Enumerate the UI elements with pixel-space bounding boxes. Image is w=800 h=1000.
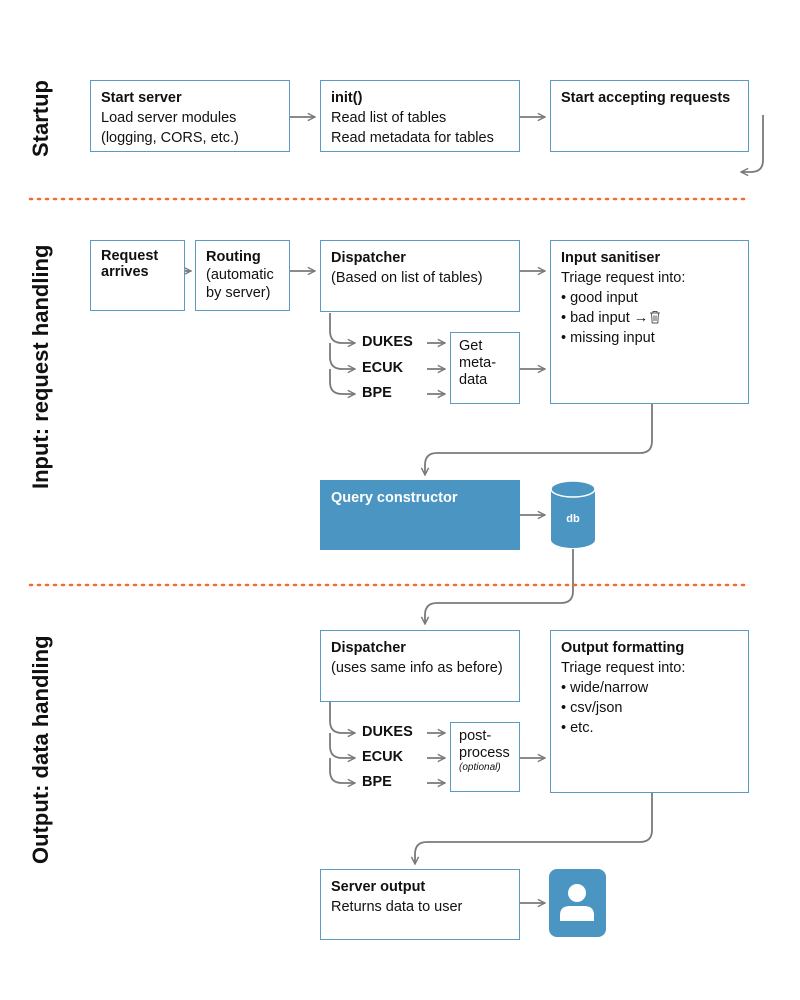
routing-title: Routing <box>206 249 261 265</box>
arrow-format-to-server-output <box>415 792 653 864</box>
branch-ecuk-out <box>329 733 355 758</box>
metadata-line: Get <box>459 338 483 354</box>
dispatcher-box: Dispatcher (Based on list of tables) <box>320 240 520 312</box>
out-table-label-bpe: BPE <box>362 774 392 790</box>
output-formatting-box: Output formatting Triage request into: w… <box>550 630 749 793</box>
sanitiser-bullet: bad input → <box>570 310 649 326</box>
branch-bpe <box>329 369 355 394</box>
output-formatting-bullet: wide/narrow <box>561 678 738 698</box>
output-dispatcher-line: (uses same info as before) <box>331 660 503 676</box>
output-formatting-bullet: csv/json <box>561 698 738 718</box>
post-process-box: post- process (optional) <box>450 722 520 792</box>
sanitiser-bullet: missing input <box>561 328 738 348</box>
database-icon: db <box>550 480 596 548</box>
start-server-title: Start server <box>101 90 182 106</box>
init-line: Read list of tables <box>331 110 447 126</box>
output-formatting-line: Triage request into: <box>561 660 686 676</box>
query-constructor-title: Query constructor <box>331 490 458 506</box>
start-server-line: Load server modules <box>101 110 237 126</box>
post-process-line: process <box>459 745 510 761</box>
start-server-box: Start server Load server modules (loggin… <box>90 80 290 152</box>
input-sanitiser-box: Input sanitiser Triage request into: goo… <box>550 240 749 404</box>
dispatcher-title: Dispatcher <box>331 250 406 266</box>
accept-requests-box: Start accepting requests <box>550 80 749 152</box>
output-dispatcher-title: Dispatcher <box>331 640 406 656</box>
sanitiser-bullet: good input <box>561 288 738 308</box>
out-table-label-ecuk: ECUK <box>362 749 404 765</box>
output-formatting-bullet: etc. <box>561 718 738 738</box>
branch-bpe-out <box>329 758 355 783</box>
branch-dukes <box>329 313 355 343</box>
arrow-accept-to-next <box>741 115 764 172</box>
sanitiser-title: Input sanitiser <box>561 250 661 266</box>
post-process-note: (optional) <box>459 762 501 773</box>
section-label-startup: Startup <box>28 80 53 157</box>
init-title: init() <box>331 90 363 106</box>
get-metadata-box: Get meta- data <box>450 332 520 404</box>
query-constructor-box: Query constructor <box>320 480 520 550</box>
branch-ecuk <box>329 343 355 369</box>
init-box: init() Read list of tables Read metadata… <box>320 80 520 152</box>
trash-icon <box>650 311 661 324</box>
sanitiser-line: Triage request into: <box>561 270 686 286</box>
dispatcher-line: (Based on list of tables) <box>331 270 483 286</box>
section-label-input: Input: request handling <box>28 244 53 489</box>
table-label-dukes: DUKES <box>362 334 413 350</box>
db-label: db <box>566 513 580 525</box>
request-arrives-title: Request arrives <box>101 248 159 280</box>
sanitiser-bullet-with-icon: • bad input → <box>561 308 738 328</box>
out-table-label-dukes: DUKES <box>362 724 413 740</box>
output-formatting-title: Output formatting <box>561 640 685 656</box>
server-output-box: Server output Returns data to user <box>320 869 520 940</box>
table-label-bpe: BPE <box>362 385 392 401</box>
user-icon <box>549 869 606 937</box>
accept-requests-title: Start accepting requests <box>561 90 731 106</box>
metadata-line: data <box>459 372 488 388</box>
request-arrives-box: Request arrives <box>90 240 185 311</box>
server-output-line: Returns data to user <box>331 899 463 915</box>
routing-line: by server) <box>206 285 271 301</box>
init-line: Read metadata for tables <box>331 130 494 146</box>
post-process-line: post- <box>459 728 492 744</box>
section-label-output: Output: data handling <box>28 635 53 864</box>
branch-dukes-out <box>329 702 355 733</box>
start-server-line: (logging, CORS, etc.) <box>101 130 239 146</box>
arrow-sanitiser-to-query <box>425 403 653 475</box>
metadata-line: meta- <box>459 355 497 371</box>
routing-line: (automatic <box>206 267 274 283</box>
routing-box: Routing (automatic by server) <box>195 240 290 311</box>
arrow-db-to-output <box>425 549 574 624</box>
output-dispatcher-box: Dispatcher (uses same info as before) <box>320 630 520 702</box>
server-output-title: Server output <box>331 879 426 895</box>
table-label-ecuk: ECUK <box>362 360 404 376</box>
